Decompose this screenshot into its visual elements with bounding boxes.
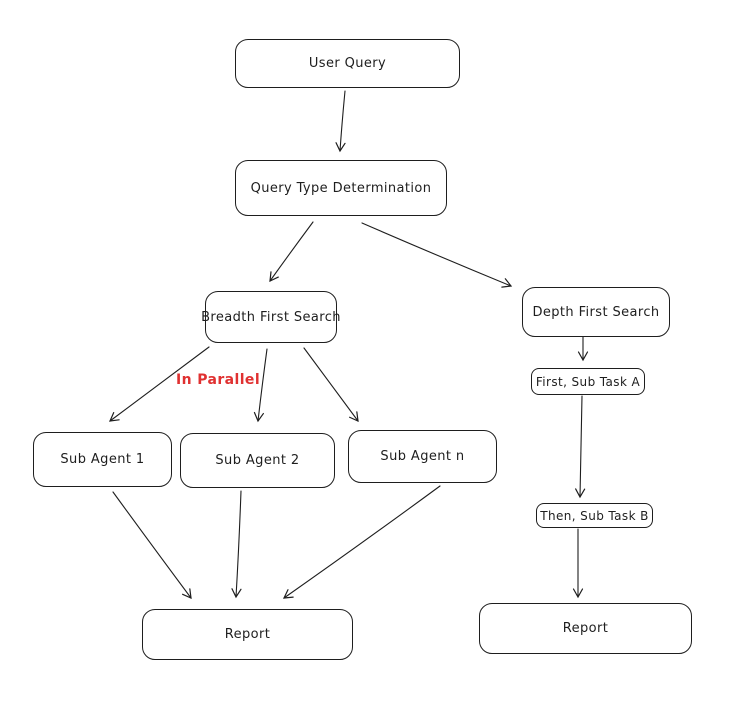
node-sub-agent-n-label: Sub Agent n — [380, 449, 465, 464]
node-query-type-determination-label: Query Type Determination — [250, 180, 432, 196]
node-depth-first-search[interactable]: Depth First Search — [522, 287, 670, 337]
node-user-query-label: User Query — [308, 56, 387, 71]
edge-sub-agent-2-to-report — [231, 490, 242, 599]
node-breadth-first-search-label: Breadth First Search — [201, 309, 341, 325]
node-first-sub-task-a-label: First, Sub Task A — [535, 374, 641, 389]
node-then-sub-task-b-label: Then, Sub Task B — [540, 508, 649, 523]
edge-query-type-to-bfs — [269, 221, 314, 282]
node-user-query[interactable]: User Query — [235, 39, 460, 88]
node-depth-first-search-label: Depth First Search — [532, 304, 660, 320]
node-sub-agent-2[interactable]: Sub Agent 2 — [180, 433, 335, 488]
node-sub-agent-2-label: Sub Agent 2 — [215, 453, 300, 468]
edge-sub-task-a-to-sub-task-b — [575, 395, 586, 499]
node-sub-agent-1-label: Sub Agent 1 — [60, 452, 145, 467]
edge-sub-agent-n-to-report — [282, 485, 441, 599]
edge-sub-agent-1-to-report — [112, 491, 192, 599]
node-report-right[interactable]: Report — [479, 603, 692, 654]
edge-bfs-to-sub-agent-n — [303, 347, 359, 422]
node-report-left-label: Report — [224, 627, 271, 642]
node-first-sub-task-a[interactable]: First, Sub Task A — [531, 368, 645, 395]
node-sub-agent-1[interactable]: Sub Agent 1 — [33, 432, 172, 487]
node-sub-agent-n[interactable]: Sub Agent n — [348, 430, 497, 483]
node-breadth-first-search[interactable]: Breadth First Search — [201, 291, 341, 343]
annotation-in-parallel: In Parallel — [176, 372, 261, 388]
node-query-type-determination[interactable]: Query Type Determination — [235, 160, 447, 216]
node-report-right-label: Report — [562, 621, 609, 636]
node-report-left[interactable]: Report — [142, 609, 353, 660]
edge-user-query-to-query-type — [335, 90, 346, 153]
node-then-sub-task-b[interactable]: Then, Sub Task B — [536, 503, 653, 528]
edge-query-type-to-dfs — [361, 222, 513, 288]
